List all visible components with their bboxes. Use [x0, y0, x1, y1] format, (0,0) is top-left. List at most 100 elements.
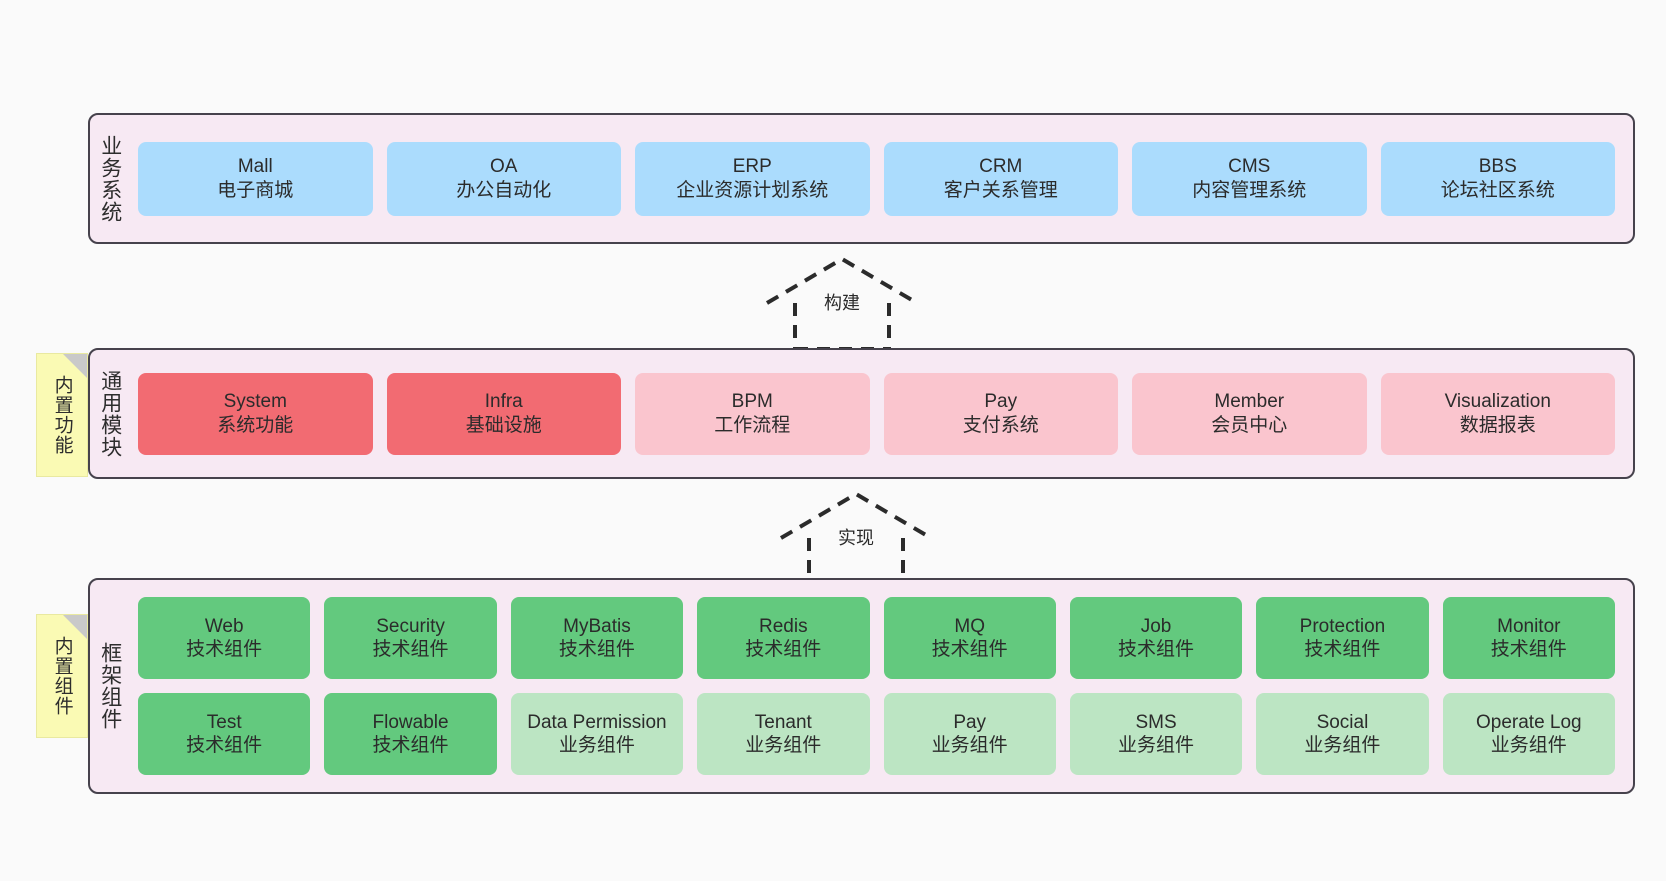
framework-box-protection-cn: 技术组件 — [1304, 639, 1381, 660]
layer-business-systems-body: Mall 电子商城 OA 办公自动化 ERP 企业资源计划系统 CRM 客户关系… — [130, 115, 1633, 242]
layer-common-modules-body: System 系统功能 Infra 基础设施 BPM 工作流程 Pay 支付系统… — [130, 350, 1633, 477]
layer-common-modules-title: 通用模块 — [98, 369, 122, 458]
common-box-system[interactable]: System 系统功能 — [138, 372, 373, 455]
framework-box-social-cn: 业务组件 — [1304, 735, 1381, 756]
common-box-pay[interactable]: Pay 支付系统 — [883, 372, 1118, 455]
framework-box-pay[interactable]: Pay 业务组件 — [883, 693, 1056, 775]
common-box-visualization-en: Visualization — [1444, 391, 1551, 413]
framework-box-redis[interactable]: Redis 技术组件 — [697, 597, 870, 679]
framework-box-tenant[interactable]: Tenant 业务组件 — [697, 693, 870, 775]
layer-business-systems-title: 业务系统 — [98, 134, 122, 223]
framework-box-data-permission[interactable]: Data Permission 业务组件 — [510, 693, 684, 775]
connector-implement-label: 实现 — [830, 526, 882, 550]
common-box-system-en: System — [223, 391, 287, 413]
framework-box-mq-en: MQ — [954, 615, 985, 637]
framework-box-test-cn: 技术组件 — [186, 735, 263, 756]
business-box-cms-en: CMS — [1228, 156, 1271, 178]
common-box-system-cn: 系统功能 — [217, 414, 294, 436]
note-builtin-features-label: 内置功能 — [51, 375, 73, 455]
common-box-pay-cn: 支付系统 — [962, 414, 1039, 436]
note-builtin-features: 内置功能 — [36, 353, 88, 477]
business-box-erp[interactable]: ERP 企业资源计划系统 — [635, 141, 870, 216]
framework-box-mq[interactable]: MQ 技术组件 — [883, 597, 1056, 679]
common-box-bpm[interactable]: BPM 工作流程 — [635, 372, 870, 455]
framework-box-sms-cn: 业务组件 — [1118, 735, 1195, 756]
framework-box-sms-en: SMS — [1135, 711, 1177, 733]
framework-box-mybatis-en: MyBatis — [563, 615, 631, 637]
common-box-infra[interactable]: Infra 基础设施 — [386, 372, 621, 455]
framework-box-job[interactable]: Job 技术组件 — [1069, 597, 1243, 679]
framework-box-tenant-cn: 业务组件 — [745, 735, 822, 756]
framework-box-flowable[interactable]: Flowable 技术组件 — [324, 693, 497, 775]
framework-box-social[interactable]: Social 业务组件 — [1256, 693, 1429, 775]
common-box-member-en: Member — [1214, 391, 1285, 413]
layer-framework-components-body: Web 技术组件 Security 技术组件 MyBatis 技术组件 Redi… — [130, 580, 1633, 792]
connector-build: 构建 — [757, 253, 927, 353]
framework-box-test-en: Test — [206, 711, 242, 733]
common-box-infra-en: Infra — [484, 391, 523, 413]
framework-box-protection-en: Protection — [1299, 615, 1386, 637]
business-box-oa[interactable]: OA 办公自动化 — [386, 141, 621, 216]
connector-implement: 实现 — [771, 488, 941, 588]
framework-box-monitor[interactable]: Monitor 技术组件 — [1442, 597, 1615, 679]
layer-common-modules: 通用模块 System 系统功能 Infra 基础设施 BPM 工作流程 Pay… — [88, 348, 1635, 479]
common-modules-row: System 系统功能 Infra 基础设施 BPM 工作流程 Pay 支付系统… — [138, 372, 1615, 455]
business-box-crm-en: CRM — [979, 156, 1023, 178]
common-box-bpm-cn: 工作流程 — [714, 414, 791, 436]
business-box-mall-en: Mall — [237, 156, 273, 178]
common-box-bpm-en: BPM — [731, 391, 773, 413]
framework-box-sms[interactable]: SMS 业务组件 — [1069, 693, 1243, 775]
business-box-erp-cn: 企业资源计划系统 — [676, 179, 829, 201]
business-box-cms[interactable]: CMS 内容管理系统 — [1132, 141, 1367, 216]
framework-box-monitor-en: Monitor — [1497, 615, 1561, 637]
common-box-member-cn: 会员中心 — [1211, 414, 1288, 436]
common-box-visualization[interactable]: Visualization 数据报表 — [1380, 372, 1615, 455]
business-box-bbs[interactable]: BBS 论坛社区系统 — [1380, 141, 1615, 216]
framework-box-web-en: Web — [204, 615, 244, 637]
framework-box-test[interactable]: Test 技术组件 — [138, 693, 311, 775]
common-box-infra-cn: 基础设施 — [465, 414, 542, 436]
framework-box-operate-log[interactable]: Operate Log 业务组件 — [1442, 693, 1615, 775]
framework-box-mybatis[interactable]: MyBatis 技术组件 — [510, 597, 684, 679]
business-box-crm[interactable]: CRM 客户关系管理 — [883, 141, 1118, 216]
framework-box-security[interactable]: Security 技术组件 — [324, 597, 497, 679]
connector-build-label: 构建 — [816, 291, 868, 315]
business-box-oa-en: OA — [490, 156, 518, 178]
business-box-erp-en: ERP — [732, 156, 772, 178]
framework-box-security-cn: 技术组件 — [372, 639, 449, 660]
framework-box-mybatis-cn: 技术组件 — [558, 639, 635, 660]
common-box-visualization-cn: 数据报表 — [1459, 414, 1536, 436]
common-box-pay-en: Pay — [984, 391, 1018, 413]
framework-box-tenant-en: Tenant — [754, 711, 812, 733]
framework-box-social-en: Social — [1316, 711, 1369, 733]
framework-box-data-permission-en: Data Permission — [527, 711, 667, 733]
business-box-mall[interactable]: Mall 电子商城 — [138, 141, 373, 216]
framework-box-operate-log-cn: 业务组件 — [1490, 735, 1567, 756]
business-systems-row: Mall 电子商城 OA 办公自动化 ERP 企业资源计划系统 CRM 客户关系… — [138, 141, 1615, 216]
layer-framework-components-title: 框架组件 — [98, 642, 122, 730]
common-box-member[interactable]: Member 会员中心 — [1132, 372, 1367, 455]
framework-box-job-cn: 技术组件 — [1118, 639, 1195, 660]
note-builtin-components-label: 内置组件 — [51, 636, 73, 716]
framework-box-pay-en: Pay — [953, 711, 987, 733]
layer-framework-components: 框架组件 Web 技术组件 Security 技术组件 MyBatis 技术组件… — [88, 578, 1635, 794]
business-box-bbs-en: BBS — [1478, 156, 1517, 178]
framework-business-components-row: Test 技术组件 Flowable 技术组件 Data Permission … — [138, 693, 1615, 775]
business-box-cms-cn: 内容管理系统 — [1192, 179, 1307, 201]
framework-box-redis-cn: 技术组件 — [745, 639, 822, 660]
business-box-crm-cn: 客户关系管理 — [943, 179, 1058, 201]
business-box-bbs-cn: 论坛社区系统 — [1440, 179, 1555, 201]
business-box-mall-cn: 电子商城 — [217, 179, 294, 201]
framework-box-job-en: Job — [1140, 615, 1172, 637]
framework-box-data-permission-cn: 业务组件 — [558, 735, 635, 756]
framework-box-web[interactable]: Web 技术组件 — [138, 597, 311, 679]
framework-tech-components-row: Web 技术组件 Security 技术组件 MyBatis 技术组件 Redi… — [138, 597, 1615, 679]
framework-box-protection[interactable]: Protection 技术组件 — [1256, 597, 1429, 679]
framework-box-web-cn: 技术组件 — [186, 639, 263, 660]
note-builtin-components: 内置组件 — [36, 614, 88, 738]
business-box-oa-cn: 办公自动化 — [456, 179, 552, 201]
framework-box-operate-log-en: Operate Log — [1475, 711, 1582, 733]
framework-box-pay-cn: 业务组件 — [931, 735, 1008, 756]
framework-box-redis-en: Redis — [759, 615, 808, 637]
framework-box-mq-cn: 技术组件 — [931, 639, 1008, 660]
